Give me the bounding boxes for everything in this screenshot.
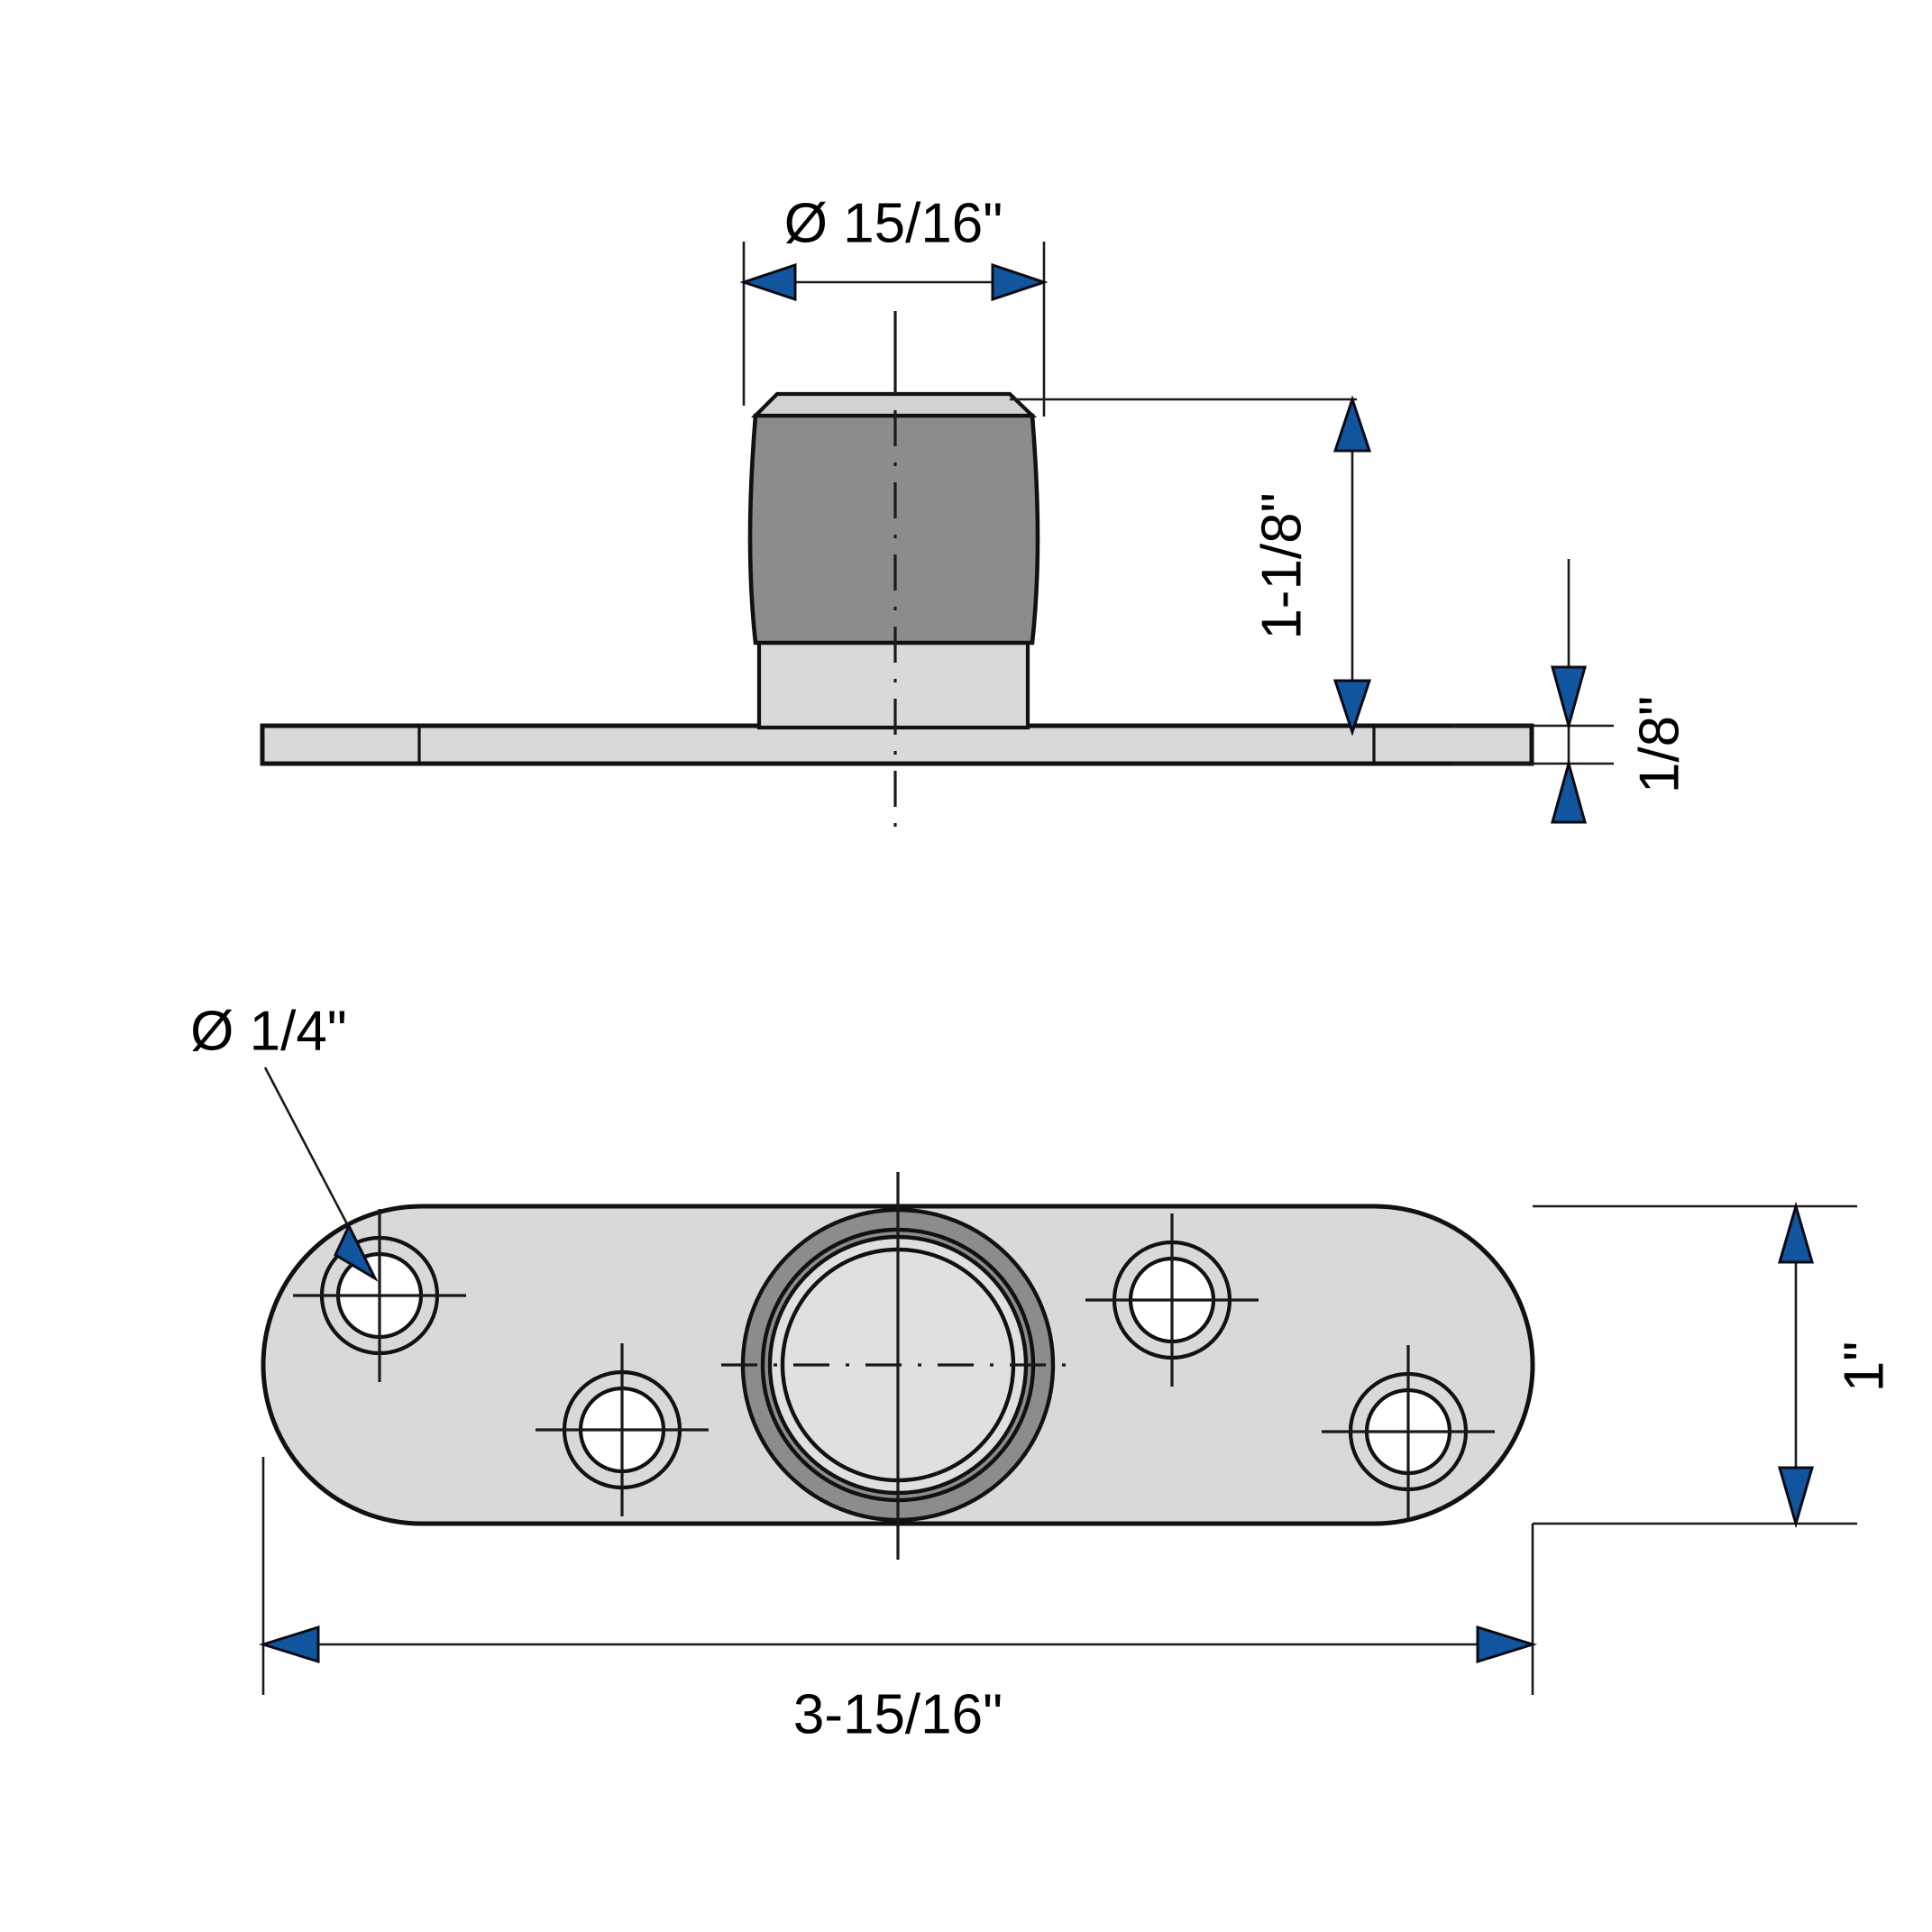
elevation-collar <box>756 639 1030 730</box>
mounting-hole-top-left <box>293 1209 466 1382</box>
barrel-dim-arrow-left <box>739 262 797 302</box>
plan-view: Ø 1/4" 1" 3-15/16" <box>190 1000 1895 1745</box>
length-dim-arrow-right <box>1476 1625 1538 1664</box>
length-dim-arrow-left <box>258 1625 320 1664</box>
dimension-barrel-diameter: Ø 15/16" <box>739 192 1048 417</box>
hex-nut-body <box>747 413 1040 646</box>
plate-width-label: 1" <box>1833 1341 1895 1393</box>
width-dim-arrow-top <box>1778 1201 1814 1264</box>
height-dim-arrow-top <box>1332 395 1372 453</box>
elevation-base-plate <box>260 723 1534 766</box>
fastener-hole-diameter-label: Ø 1/4" <box>190 1000 347 1062</box>
dimension-overall-height: 1-1/8" <box>1010 395 1372 737</box>
elevation-hex-nut <box>747 391 1040 646</box>
thickness-dim-arrow-bottom <box>1551 758 1587 824</box>
dimension-plate-thickness: 1/8" <box>1451 559 1690 824</box>
plan-centerlines <box>721 1172 1075 1560</box>
height-dim-arrow-bottom <box>1332 679 1372 737</box>
plate-thickness-label: 1/8" <box>1628 696 1690 793</box>
mounting-hole-bottom-right <box>1322 1345 1495 1518</box>
dimension-fastener-hole: Ø 1/4" <box>190 1000 379 1282</box>
hole-leader-arrow <box>334 1222 379 1282</box>
mounting-hole-top-right <box>1085 1213 1259 1387</box>
elevation-view: Ø 15/16" 1-1/8" 1/8" <box>260 192 1690 838</box>
dimension-plate-length: 3-15/16" <box>258 1457 1538 1745</box>
plan-mounting-holes <box>293 1209 1495 1518</box>
dimension-plate-width: 1" <box>1533 1201 1895 1529</box>
mounting-hole-bottom-left <box>536 1343 709 1516</box>
plan-central-boss <box>740 1207 1056 1523</box>
overall-height-label: 1-1/8" <box>1250 492 1313 639</box>
collar-body <box>756 639 1030 730</box>
hole-leader-line <box>263 1067 366 1258</box>
barrel-dim-arrow-right <box>991 262 1048 302</box>
plate-length-label: 3-15/16" <box>793 1683 1003 1745</box>
width-dim-arrow-bottom <box>1778 1466 1814 1529</box>
barrel-diameter-label: Ø 15/16" <box>784 192 1003 254</box>
thickness-dim-arrow-top <box>1551 665 1587 731</box>
plate-profile-body <box>260 723 1534 766</box>
